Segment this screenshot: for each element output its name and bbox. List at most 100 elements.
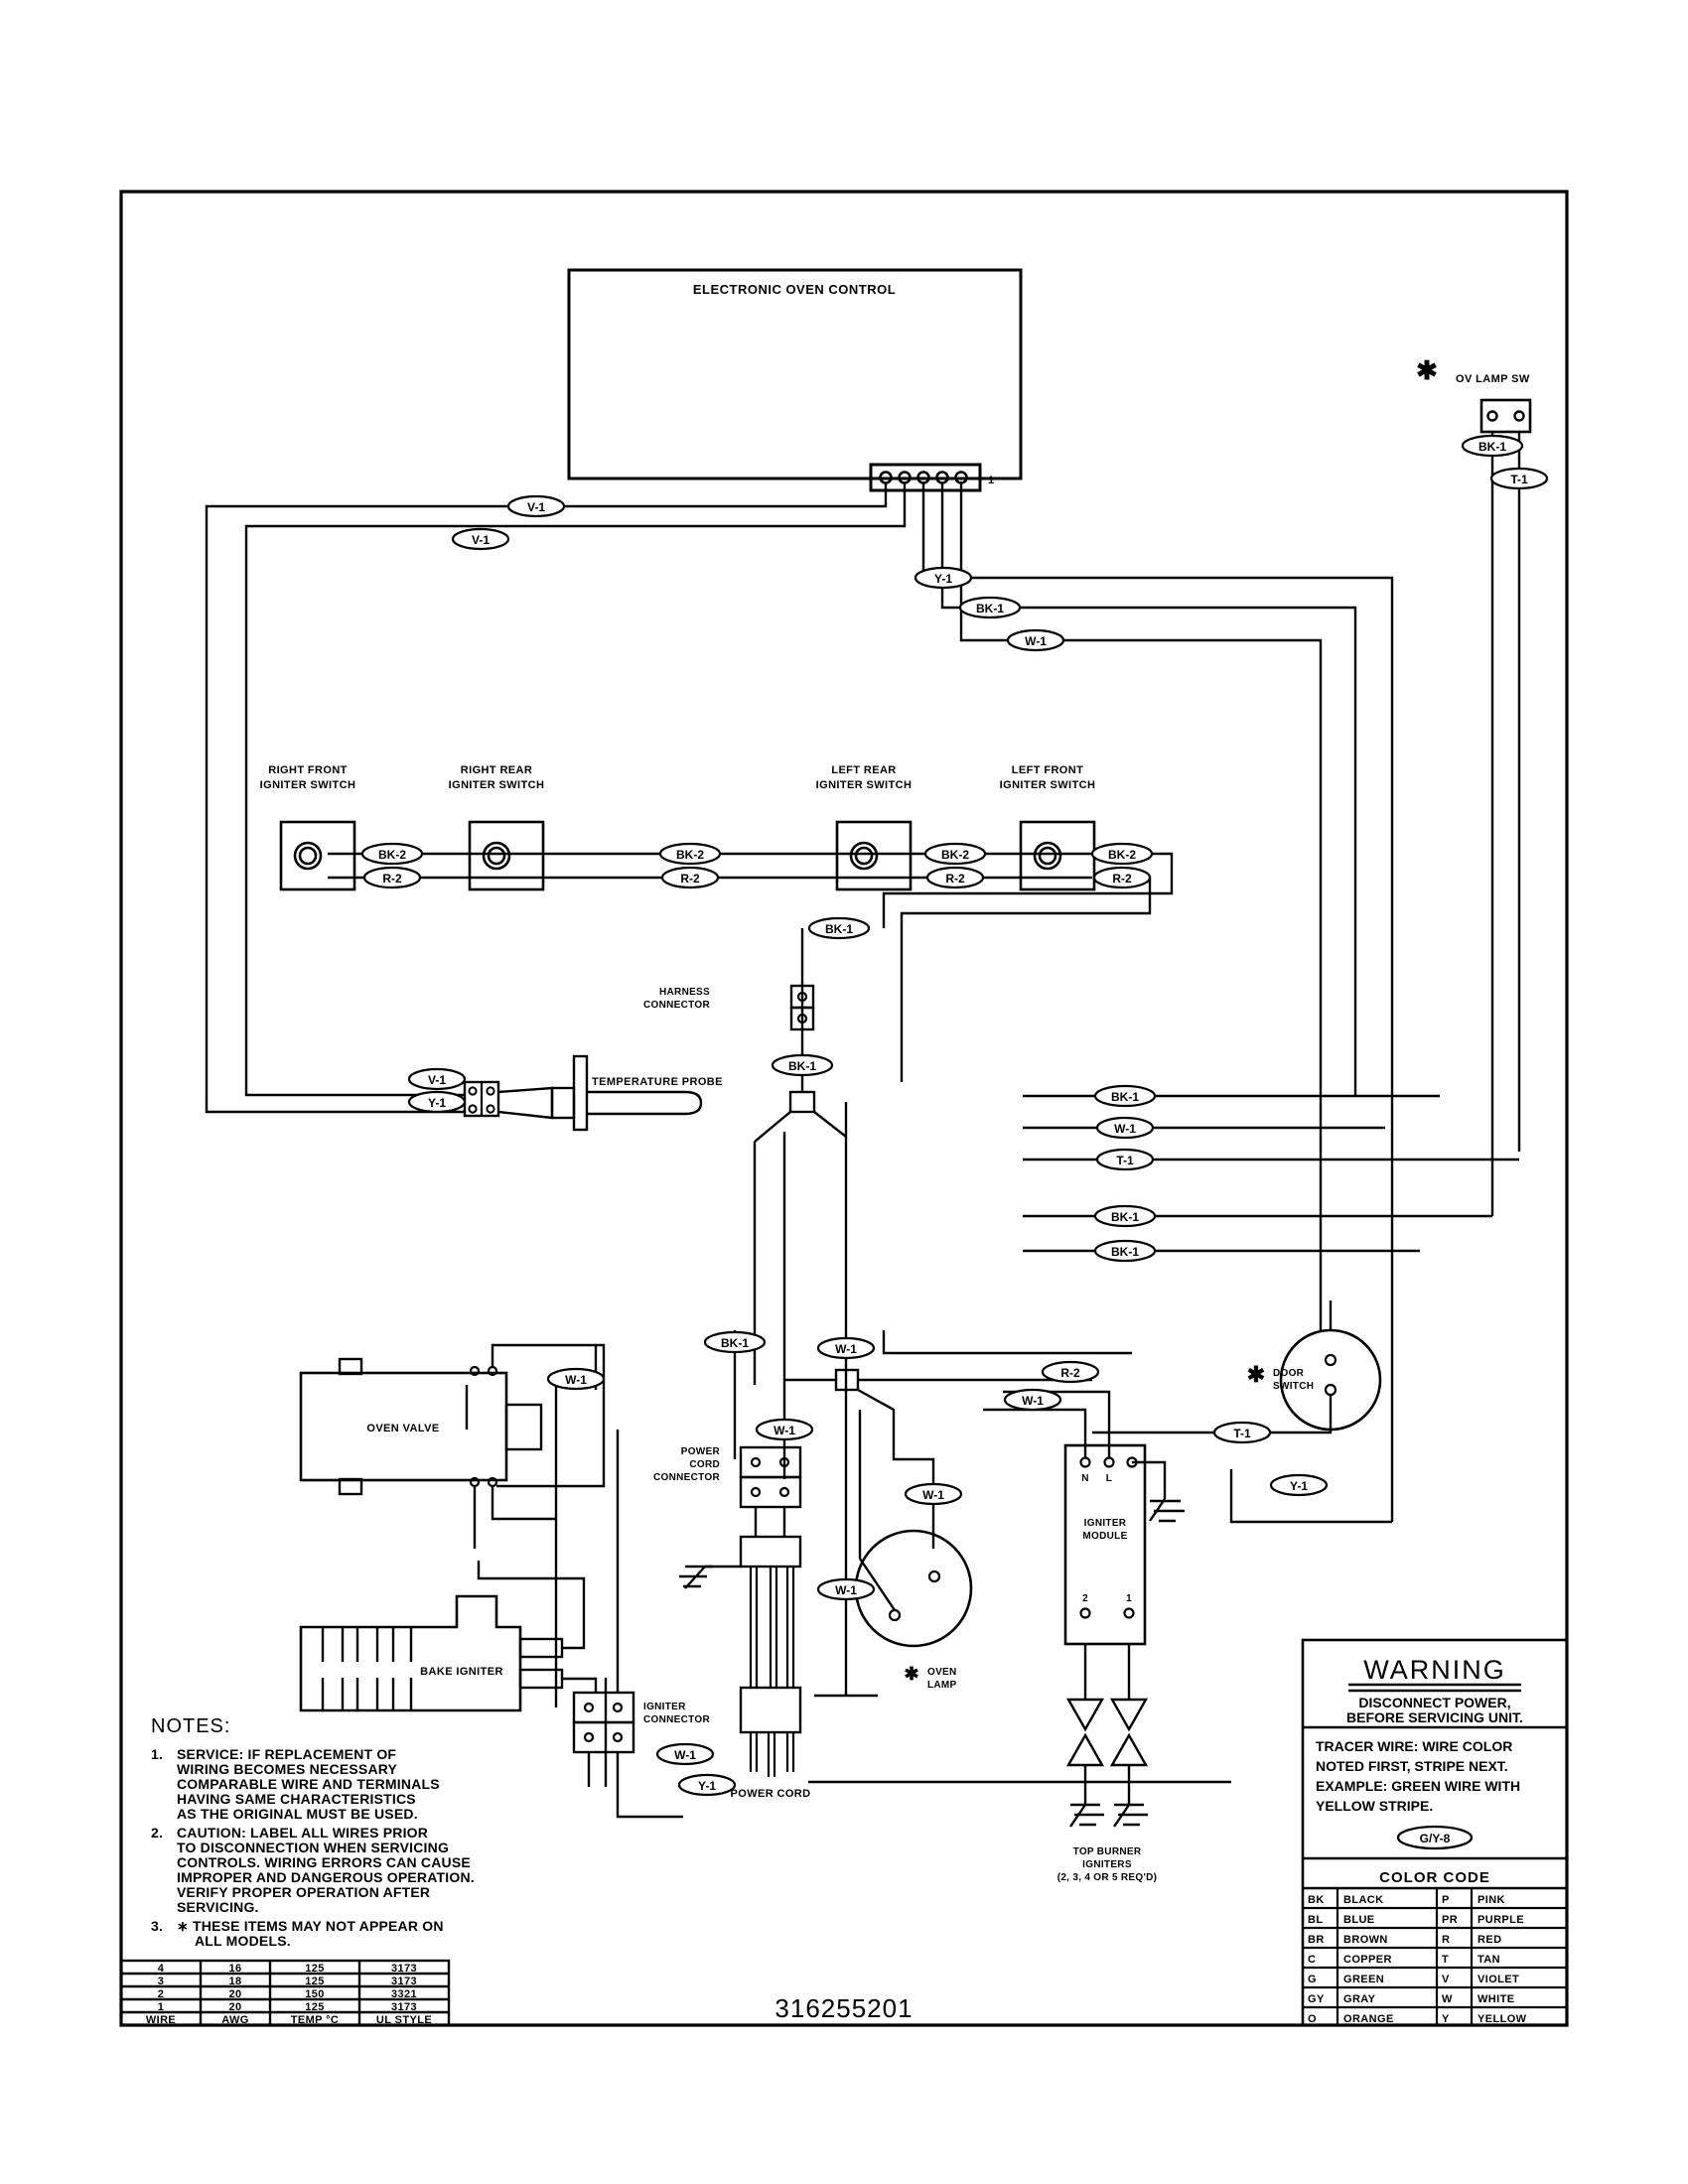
svg-text:W-1: W-1: [835, 1583, 857, 1597]
svg-text:BK-1: BK-1: [825, 922, 853, 936]
wiring-lines: [205, 432, 1521, 1787]
wire-table-r4-c4: 3173: [391, 2001, 417, 2013]
door-switch-label-1: DOOR: [1273, 1368, 1305, 1379]
wire-tag-w1-r2: W-1: [1095, 1116, 1155, 1140]
svg-text:BK-1: BK-1: [721, 1336, 749, 1350]
wire-table-r4-c2: 20: [228, 2001, 241, 2013]
power-cord-connector-label-2: CORD: [689, 1459, 720, 1470]
wire-tag-r2-3: R-2: [925, 866, 985, 889]
igniter-module-terminal-1: 1: [1126, 1593, 1132, 1604]
wire-tag-w1-bottom: W-1: [655, 1742, 715, 1766]
wire-table-r3-c3: 150: [305, 1988, 325, 2000]
harness-connector-label-2: CONNECTOR: [643, 1000, 710, 1011]
top-burner-igniters-label-2: IGNITERS: [1082, 1859, 1132, 1870]
wire-tag-y1-bottom: Y-1: [1269, 1473, 1329, 1497]
wire-tag-y1-bottom2: Y-1: [677, 1773, 737, 1797]
wire-tag-bk2-4: BK-2: [1090, 842, 1154, 866]
svg-text:BK-2: BK-2: [378, 848, 406, 862]
asterisk-icon-oven-lamp: ✱: [904, 1664, 918, 1684]
wire-table-r2-c1: 3: [158, 1976, 165, 1987]
igniter-module-terminal-2: 2: [1082, 1593, 1088, 1604]
wire-tag-y1-probe: Y-1: [407, 1090, 467, 1114]
oven-lamp-switch: OV LAMP SW ✱: [1416, 355, 1532, 434]
color-code-right-2-abbr: R: [1442, 1934, 1450, 1946]
wire-tag-bk2-1: BK-2: [360, 842, 424, 866]
tracer-line-4: YELLOW STRIPE.: [1316, 1798, 1433, 1814]
wire-tag-bk1-r5: BK-1: [1093, 1239, 1157, 1263]
bake-igniter-label: BAKE IGNITER: [420, 1666, 503, 1678]
wire-tag-bk2-3: BK-2: [923, 842, 987, 866]
igniter-switch-rr-label-2: IGNITER SWITCH: [449, 779, 545, 791]
ov-lamp-sw-label: OV LAMP SW: [1456, 373, 1530, 385]
igniter-switch-lr-label-2: IGNITER SWITCH: [816, 779, 913, 791]
wire-tag-v1-probe: V-1: [407, 1067, 467, 1091]
wire-tag-bk1-r1: BK-1: [1093, 1084, 1157, 1108]
wire-table-r1-c1: 4: [158, 1963, 165, 1975]
electronic-oven-control: ELECTRONIC OVEN CONTROL 1: [567, 268, 1023, 492]
color-code-right-3-name: TAN: [1477, 1954, 1500, 1966]
svg-text:BK-1: BK-1: [788, 1059, 816, 1073]
warning-line-2: BEFORE SERVICING UNIT.: [1346, 1709, 1523, 1725]
svg-text:BK-1: BK-1: [976, 602, 1004, 615]
note-3-line-1: ∗ THESE ITEMS MAY NOT APPEAR ON: [177, 1918, 444, 1934]
wire-table-r1-c2: 16: [228, 1963, 241, 1975]
color-code-right-6-name: YELLOW: [1477, 2013, 1527, 2025]
note-2-number: 2.: [151, 1825, 163, 1841]
wire-table-r3-c1: 2: [158, 1988, 165, 2000]
wire-table-r1-c4: 3173: [391, 1963, 417, 1975]
wire-table-r4-c1: 1: [158, 2001, 165, 2013]
note-1-line-5: AS THE ORIGINAL MUST BE USED.: [177, 1806, 418, 1822]
wire-table-r2-c4: 3173: [391, 1976, 417, 1987]
igniter-switch-left-rear: LEFT REAR IGNITER SWITCH: [816, 764, 913, 891]
svg-text:BK-1: BK-1: [1111, 1210, 1139, 1224]
igniter-connector-label-2: CONNECTOR: [643, 1714, 710, 1725]
color-code-right-3-abbr: T: [1442, 1954, 1449, 1966]
color-code-left-1-abbr: BL: [1308, 1914, 1323, 1926]
door-switch: ✱ DOOR SWITCH: [1092, 1300, 1382, 1434]
oven-lamp-label-1: OVEN: [927, 1667, 957, 1678]
wire-table-header-wire: WIRE: [146, 2014, 176, 2026]
color-code-left-4-name: GREEN: [1343, 1974, 1384, 1985]
note-1-line-1: SERVICE: IF REPLACEMENT OF: [177, 1746, 396, 1762]
color-code-right-1-abbr: PR: [1442, 1914, 1458, 1926]
wire-table-r3-c2: 20: [228, 1988, 241, 2000]
wire-tag-bk1-mid: BK-1: [703, 1330, 767, 1354]
svg-text:R-2: R-2: [680, 872, 700, 886]
warning-block: WARNING DISCONNECT POWER, BEFORE SERVICI…: [1301, 1638, 1569, 2027]
oven-control-pin-1-label: 1: [988, 475, 995, 486]
igniter-connector-label-1: IGNITER: [643, 1702, 686, 1712]
color-code-right-0-name: PINK: [1477, 1894, 1505, 1906]
tracer-line-3: EXAMPLE: GREEN WIRE WITH: [1316, 1778, 1520, 1794]
wire-tag-w1-lamp: W-1: [904, 1482, 963, 1506]
asterisk-icon-ov-lamp: ✱: [1416, 355, 1438, 385]
color-code-left-2-name: BROWN: [1343, 1934, 1388, 1946]
igniter-switch-rf-label-1: RIGHT FRONT: [268, 764, 348, 776]
wire-tag-w1-pcc: W-1: [755, 1418, 814, 1441]
wire-tag-y1-a: Y-1: [914, 566, 973, 590]
wire-label-tags: V-1 V-1 Y-1 BK-1 W-1 BK-1 T-1 BK-2 R-2 B…: [360, 434, 1549, 1797]
wire-tag-bk1-harness-bot: BK-1: [771, 1053, 834, 1077]
wire-tag-w1-mid: W-1: [816, 1336, 876, 1360]
note-1-line-3: COMPARABLE WIRE AND TERMINALS: [177, 1776, 440, 1792]
tracer-line-1: TRACER WIRE: WIRE COLOR: [1316, 1738, 1512, 1754]
wire-table-r2-c2: 18: [228, 1976, 241, 1987]
svg-text:W-1: W-1: [922, 1488, 944, 1502]
color-code-right-5-name: WHITE: [1477, 1993, 1514, 2005]
svg-text:BK-1: BK-1: [1111, 1245, 1139, 1259]
svg-text:W-1: W-1: [565, 1373, 587, 1387]
wire-tag-w1-a: W-1: [1006, 628, 1065, 652]
igniter-module-terminal-l: L: [1106, 1473, 1112, 1484]
power-cord-assembly: POWER CORD CONNECTOR POWER CORD: [653, 1445, 810, 1800]
top-burner-igniters-label-1: TOP BURNER: [1073, 1846, 1142, 1857]
igniter-switch-rf-label-2: IGNITER SWITCH: [260, 779, 356, 791]
tracer-line-2: NOTED FIRST, STRIPE NEXT.: [1316, 1758, 1508, 1774]
wire-table-header-ulstyle: UL STYLE: [376, 2014, 432, 2026]
note-2-line-4: IMPROPER AND DANGEROUS OPERATION.: [177, 1869, 475, 1885]
svg-text:Y-1: Y-1: [698, 1779, 716, 1793]
wire-table-r3-c4: 3321: [391, 1988, 417, 2000]
svg-text:V-1: V-1: [527, 500, 545, 514]
temperature-probe: TEMPERATURE PROBE: [463, 1054, 722, 1132]
svg-text:W-1: W-1: [1114, 1122, 1136, 1136]
oven-lamp-label-2: LAMP: [927, 1680, 957, 1691]
igniter-module-label-2: MODULE: [1082, 1531, 1127, 1542]
